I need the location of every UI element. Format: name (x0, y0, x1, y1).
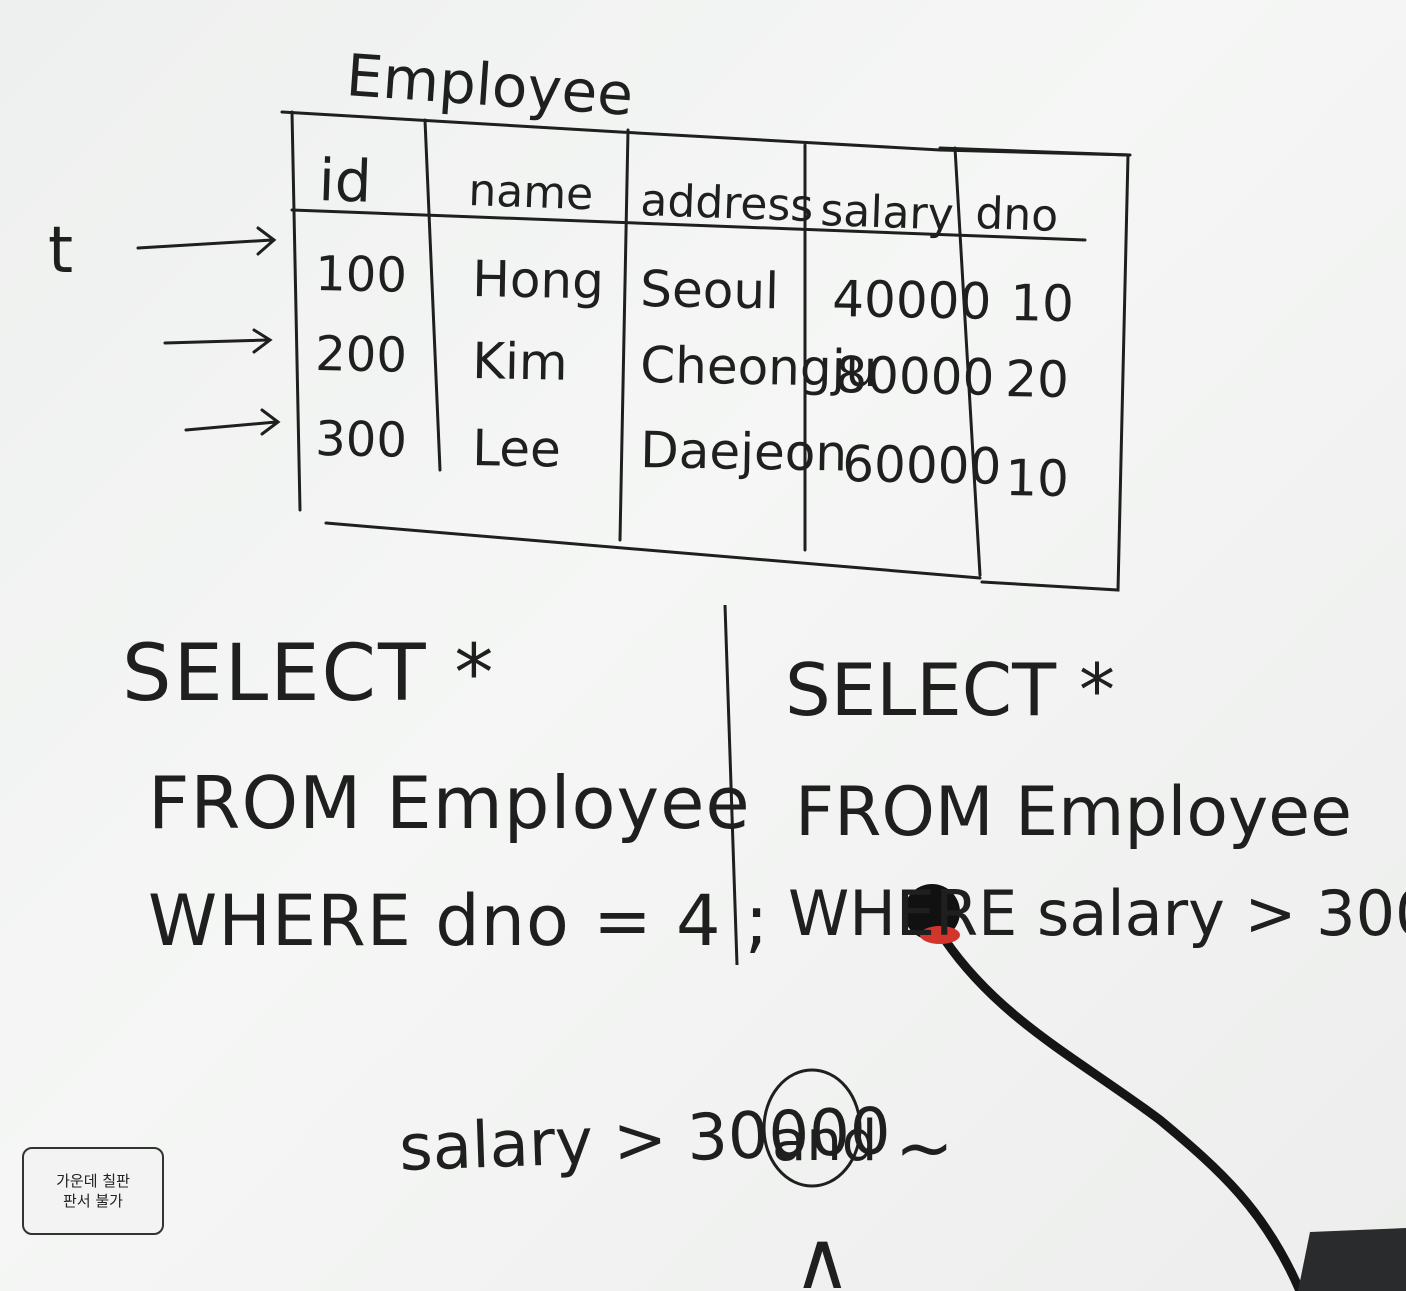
col-sep-4 (953, 146, 982, 577)
no-writing-sticker: 가운데 칠판 판서 불가 (22, 1147, 164, 1235)
bottom-caret: ∧ (793, 1214, 852, 1291)
sticker-line-1: 가운데 칠판 (56, 1171, 130, 1190)
cell-r2-dno: 20 (1005, 350, 1070, 409)
table-right-box (938, 146, 1130, 592)
header-name: name (468, 165, 594, 220)
microphone-head (904, 884, 960, 940)
right-query-line2: FROM Employee (795, 773, 1352, 852)
right-query-line3: WHERE salary > 30000 ; (788, 877, 1406, 950)
arrow-row-3 (184, 408, 281, 436)
cell-r3-salary: 60000 (842, 435, 1002, 496)
table-bottom-border (324, 521, 982, 580)
cell-r1-address: Seoul (640, 260, 780, 320)
cell-r2-address: Cheongju (640, 336, 878, 398)
bottom-trailing: ~ (895, 1107, 954, 1189)
bottom-expression: salary > 30000 (398, 1095, 892, 1186)
cell-r1-id: 100 (315, 246, 408, 304)
cell-r1-name: Hong (472, 250, 605, 310)
cell-r2-id: 200 (315, 326, 408, 384)
left-query-line3: WHERE dno = 4 ; (148, 880, 769, 962)
header-dno: dno (975, 188, 1059, 242)
cell-r2-salary: 80000 (835, 346, 995, 407)
cell-r3-name: Lee (472, 419, 562, 479)
cell-r3-id: 300 (315, 411, 408, 469)
query-divider (723, 604, 739, 966)
table-title: Employee (344, 41, 635, 129)
cell-r2-name: Kim (472, 332, 568, 392)
arrow-row-1 (136, 226, 277, 256)
left-query-line2: FROM Employee (148, 761, 751, 845)
header-id: id (318, 146, 373, 216)
cell-r3-dno: 10 (1005, 449, 1070, 508)
sticker-line-2: 판서 불가 (63, 1192, 123, 1210)
header-separator (290, 208, 1087, 242)
left-query-line1: SELECT * (122, 629, 495, 719)
col-sep-1 (423, 118, 442, 472)
table-left-border (290, 110, 302, 512)
cell-r1-salary: 40000 (832, 270, 992, 331)
arrow-row-2 (163, 328, 273, 354)
cell-r3-address: Daejeon (640, 421, 848, 483)
table-top-border (280, 110, 1132, 157)
and-circle (762, 1068, 862, 1188)
right-query-line1: SELECT * (785, 648, 1115, 732)
employee-table-lines (280, 110, 1132, 592)
bottom-circled-word: and (772, 1109, 877, 1174)
microphone-gooseneck (940, 935, 1305, 1291)
header-address: address (640, 175, 815, 232)
row-arrows (136, 226, 281, 436)
microphone (904, 884, 1305, 1291)
col-sep-2 (618, 128, 630, 542)
device-corner (1298, 1228, 1406, 1291)
pointer-label: t (48, 214, 73, 288)
cell-r1-dno: 10 (1010, 274, 1075, 333)
header-salary: salary (820, 185, 955, 241)
microphone-red-ring (920, 926, 960, 944)
